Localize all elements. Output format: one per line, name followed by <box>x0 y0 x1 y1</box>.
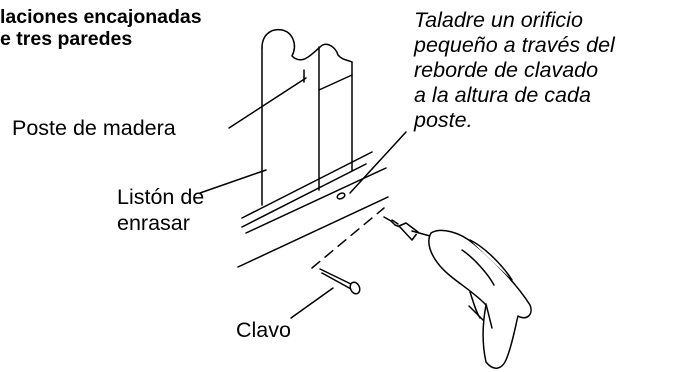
nail-label: Clavo <box>236 318 291 342</box>
post-label: Poste de madera <box>12 116 176 140</box>
title-line-2: e tres paredes <box>0 28 133 50</box>
power-drill-icon <box>383 216 532 369</box>
furring-strip <box>241 151 373 228</box>
alignment-dashed-line <box>311 207 385 269</box>
instruction-line-4: a la altura de cada <box>414 83 591 107</box>
furring-strip-label-line-1: Listón de <box>117 185 205 209</box>
drill-hole <box>336 192 346 200</box>
wood-post <box>261 28 353 206</box>
instruction-line-3: reborde de clavado <box>414 58 599 82</box>
instruction-line-2: pequeño a través del <box>414 33 615 57</box>
diagram-title: laciones encajonadas e tres paredes <box>0 6 202 50</box>
instruction-line-5: poste. <box>414 108 473 132</box>
instruction-text: Taladre un orificio pequeño a través del… <box>414 8 615 133</box>
instruction-leader-line <box>349 131 407 194</box>
furring-strip-leader-line <box>199 169 267 194</box>
instruction-line-1: Taladre un orificio <box>414 8 583 32</box>
title-line-1: laciones encajonadas <box>0 6 202 28</box>
furring-strip-label-line-2: enrasar <box>117 211 190 235</box>
nail-leader-line <box>290 287 334 319</box>
nail <box>319 268 361 295</box>
post-leader-line <box>228 77 307 129</box>
